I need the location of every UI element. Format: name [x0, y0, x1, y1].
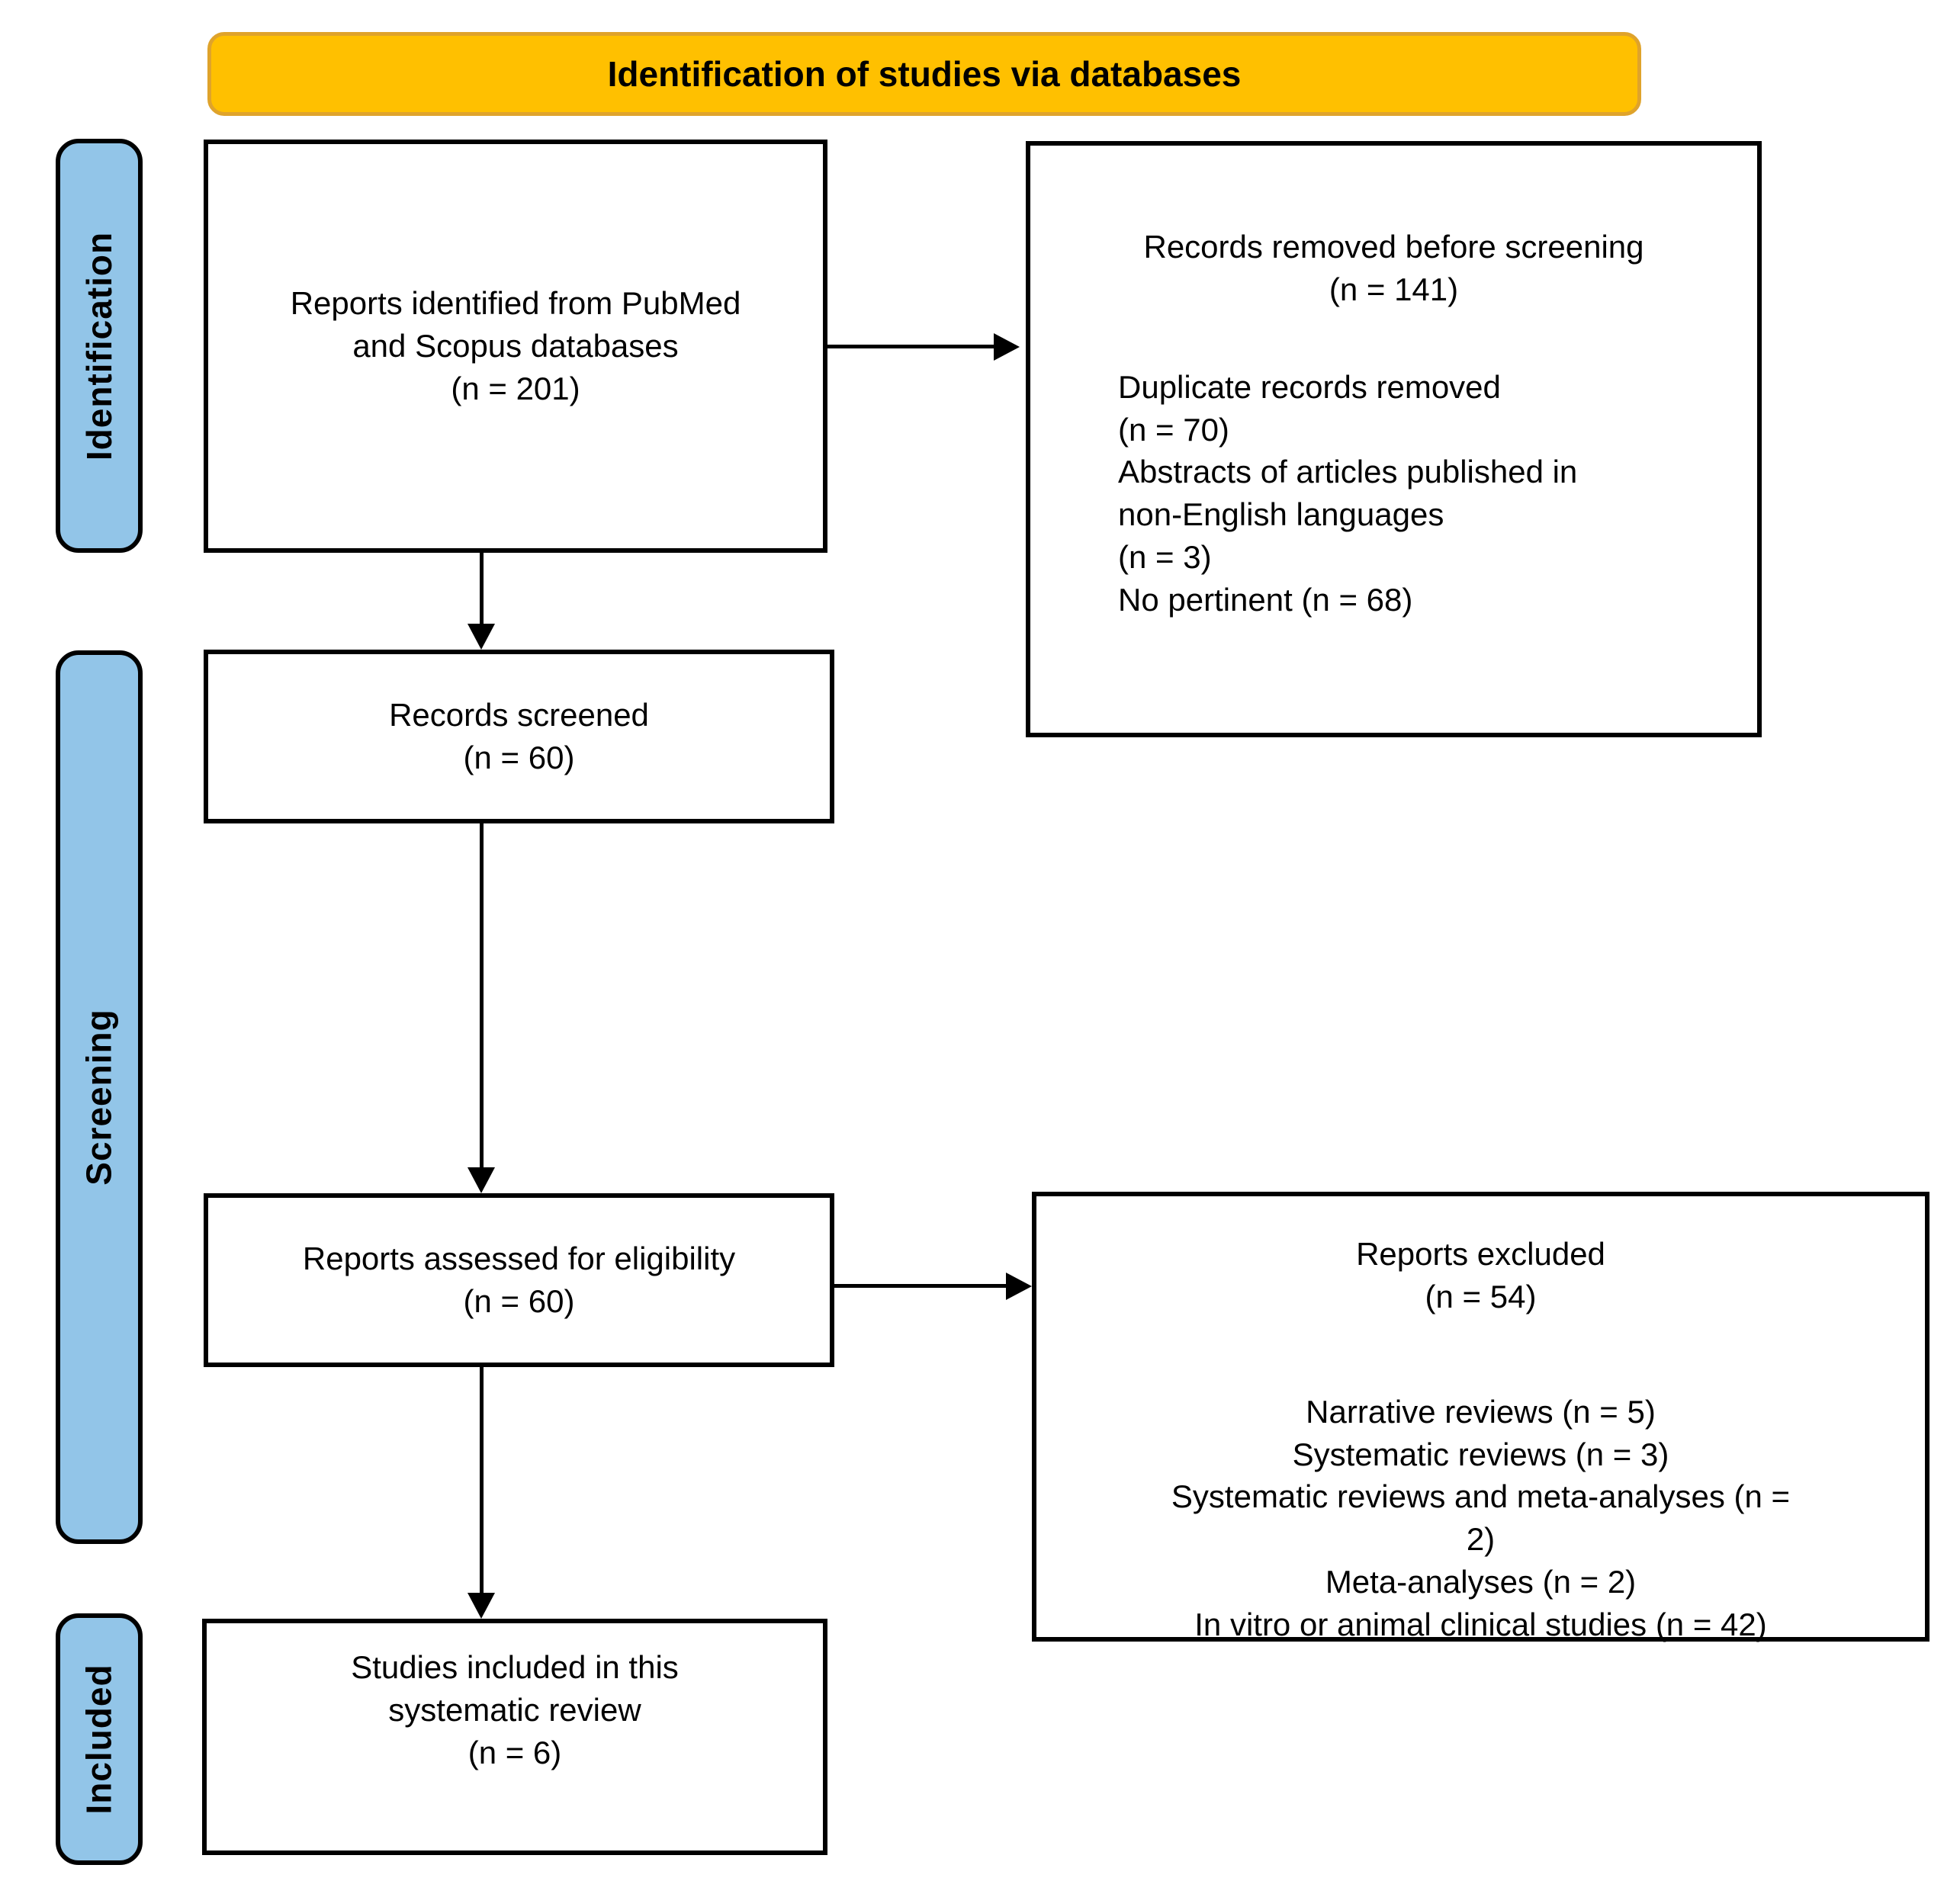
- arrow-line: [480, 1365, 484, 1596]
- box-reports-identified: Reports identified from PubMed and Scopu…: [204, 140, 827, 553]
- arrow-line: [480, 823, 484, 1170]
- box-records-removed-details: Duplicate records removed (n = 70) Abstr…: [1118, 368, 1578, 618]
- stage-label-included: Included: [56, 1613, 143, 1865]
- box-studies-included: Studies included in this systematic revi…: [202, 1619, 827, 1855]
- box-reports-excluded-title: Reports excluded (n = 54): [1356, 1236, 1605, 1314]
- arrowhead-down-icon: [468, 1593, 495, 1619]
- arrowhead-right-icon: [1006, 1273, 1032, 1300]
- box-records-screened-text: Records screened (n = 60): [389, 697, 649, 775]
- arrow-line: [480, 553, 484, 627]
- box-reports-excluded-details: Narrative reviews (n = 5) Systematic rev…: [1171, 1393, 1791, 1643]
- stage-label-identification: Identification: [56, 139, 143, 553]
- stage-label-identification-text: Identification: [79, 231, 120, 461]
- box-records-removed: Records removed before screening (n = 14…: [1026, 141, 1762, 737]
- arrow-line: [827, 345, 997, 348]
- box-reports-excluded: Reports excluded (n = 54) Narrative revi…: [1032, 1192, 1929, 1642]
- box-records-screened: Records screened (n = 60): [204, 650, 834, 823]
- arrowhead-down-icon: [468, 1167, 495, 1193]
- diagram-header: Identification of studies via databases: [207, 32, 1641, 116]
- box-studies-included-text: Studies included in this systematic revi…: [351, 1649, 679, 1770]
- stage-label-included-text: Included: [79, 1664, 119, 1815]
- arrowhead-down-icon: [468, 624, 495, 650]
- stage-label-screening: Screening: [56, 650, 143, 1544]
- arrow-line: [834, 1284, 1009, 1288]
- box-reports-identified-text: Reports identified from PubMed and Scopu…: [290, 285, 741, 406]
- stage-label-screening-text: Screening: [79, 1009, 120, 1186]
- box-reports-assessed: Reports assessed for eligibility (n = 60…: [204, 1193, 834, 1367]
- box-records-removed-title: Records removed before screening (n = 14…: [1143, 229, 1644, 307]
- arrowhead-right-icon: [994, 333, 1020, 361]
- box-reports-assessed-text: Reports assessed for eligibility (n = 60…: [302, 1241, 736, 1319]
- diagram-title: Identification of studies via databases: [607, 54, 1242, 94]
